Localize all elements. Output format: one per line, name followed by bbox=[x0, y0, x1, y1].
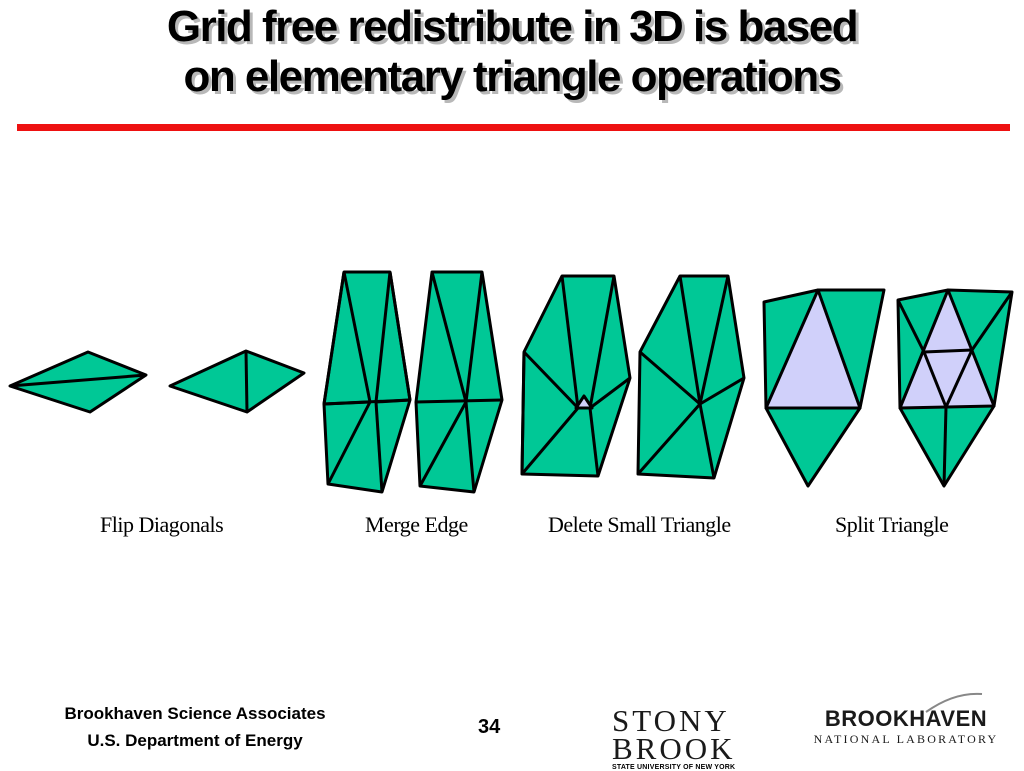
stony-brook-word-1: STONY bbox=[612, 703, 730, 738]
small-triangle bbox=[574, 394, 594, 410]
title-line-2: on elementary triangle operations bbox=[183, 52, 842, 101]
split-after-mesh bbox=[896, 288, 1014, 488]
flip-before-mesh bbox=[8, 350, 148, 414]
brookhaven-swoosh-icon bbox=[925, 692, 983, 713]
caption-delete-small-triangle: Delete Small Triangle bbox=[548, 512, 731, 537]
caption-split-triangle: Split Triangle bbox=[835, 512, 949, 537]
footer-org-line-2: U.S. Department of Energy bbox=[87, 731, 303, 750]
caption-merge-edge: Merge Edge bbox=[365, 512, 468, 537]
merge-before-mesh bbox=[322, 270, 412, 494]
caption-flip-diagonals: Flip Diagonals bbox=[100, 512, 224, 537]
delete-after-mesh bbox=[636, 274, 746, 480]
footer-organization: Brookhaven Science Associates U.S. Depar… bbox=[40, 700, 350, 754]
page-number: 34 bbox=[478, 716, 501, 738]
brookhaven-name: BROOKHAVEN bbox=[824, 706, 988, 731]
footer-org-line-1: Brookhaven Science Associates bbox=[64, 704, 326, 723]
title-line-1: Grid free redistribute in 3D is based bbox=[166, 2, 859, 51]
flip-after-mesh bbox=[168, 349, 306, 414]
delete-before-mesh bbox=[520, 274, 632, 478]
brookhaven-subtitle: NATIONAL LABORATORY bbox=[813, 732, 999, 746]
slide-title: Grid free redistribute in 3D is based on… bbox=[0, 2, 1024, 102]
stony-brook-word-2: BROOK bbox=[612, 731, 736, 766]
target-triangle bbox=[764, 288, 862, 410]
title-divider bbox=[17, 124, 1010, 131]
merge-after-mesh bbox=[414, 270, 504, 494]
split-before-mesh bbox=[762, 288, 886, 488]
brookhaven-logo: BROOKHAVEN NATIONAL LABORATORY bbox=[806, 692, 1006, 754]
stony-brook-logo: STONY BROOK STATE UNIVERSITY OF NEW YORK bbox=[612, 703, 764, 771]
